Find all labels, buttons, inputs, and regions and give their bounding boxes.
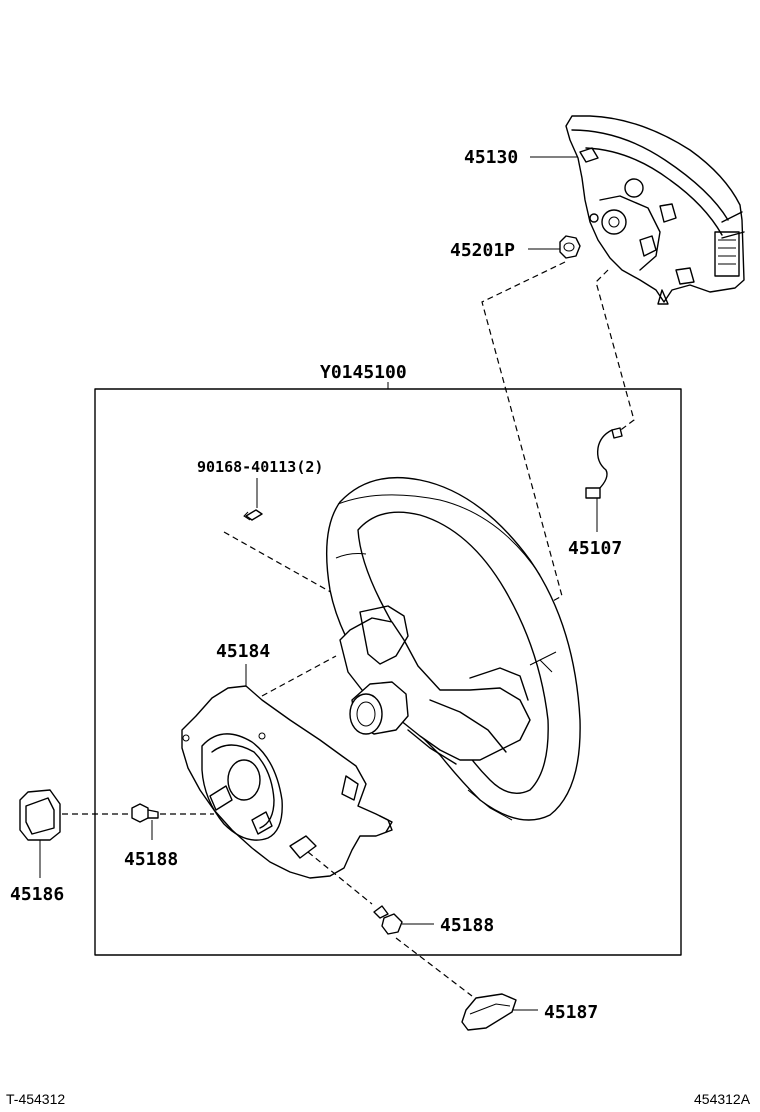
- screw-90168-drawing: [243, 478, 263, 521]
- screw-45188-bottom-drawing: [373, 905, 434, 935]
- label-45184: 45184: [216, 641, 270, 662]
- label-90168: 90168-40113(2): [197, 458, 323, 476]
- cover-45187-drawing: [461, 993, 538, 1031]
- label-45130: 45130: [464, 147, 518, 168]
- footer-right: 454312A: [694, 1091, 751, 1107]
- label-45107: 45107: [568, 538, 622, 559]
- airbag-assembly-drawing: [530, 115, 745, 305]
- wire-harness-45107-drawing: [585, 427, 623, 532]
- steering-wheel-drawing: [326, 476, 581, 821]
- cover-45184-drawing: [181, 664, 393, 879]
- label-45201p: 45201P: [450, 240, 515, 261]
- screw-45188-left-drawing: [131, 803, 159, 840]
- label-assembly: Y0145100: [320, 362, 407, 383]
- label-45188-left: 45188: [124, 849, 178, 870]
- label-45188-bottom: 45188: [440, 915, 494, 936]
- cover-45186-drawing: [19, 789, 61, 878]
- label-45187: 45187: [544, 1002, 598, 1023]
- nut-45201p-drawing: [528, 235, 581, 259]
- label-45186: 45186: [10, 884, 64, 905]
- footer-left: T-454312: [6, 1091, 65, 1107]
